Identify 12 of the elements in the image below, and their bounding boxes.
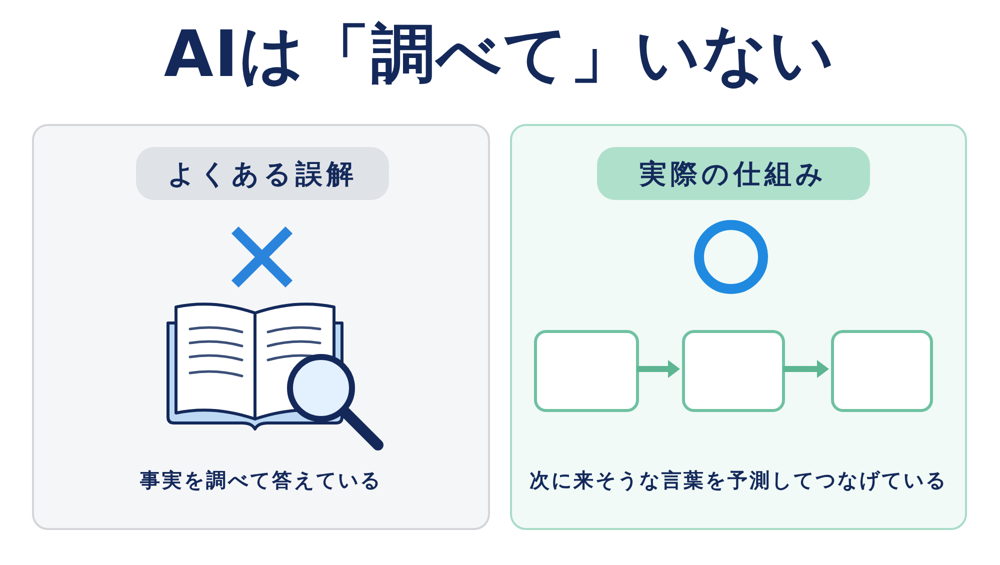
flow-box: [831, 330, 933, 412]
caption-text: 事実を調べて答えている: [140, 468, 382, 492]
flow-box: [534, 330, 639, 412]
comparison-panel: [32, 124, 490, 530]
arrow: [637, 360, 680, 378]
caption-text: 次に来そうな言葉を予測してつなげている: [530, 468, 948, 492]
title: AIは「調べて」いない: [164, 20, 836, 90]
heading-pill: よくある誤解: [136, 147, 389, 200]
heading-pill: 実際の仕組み: [597, 147, 870, 200]
comparison-panel: [510, 124, 967, 530]
arrow: [783, 360, 829, 378]
flow-box: [682, 330, 785, 412]
